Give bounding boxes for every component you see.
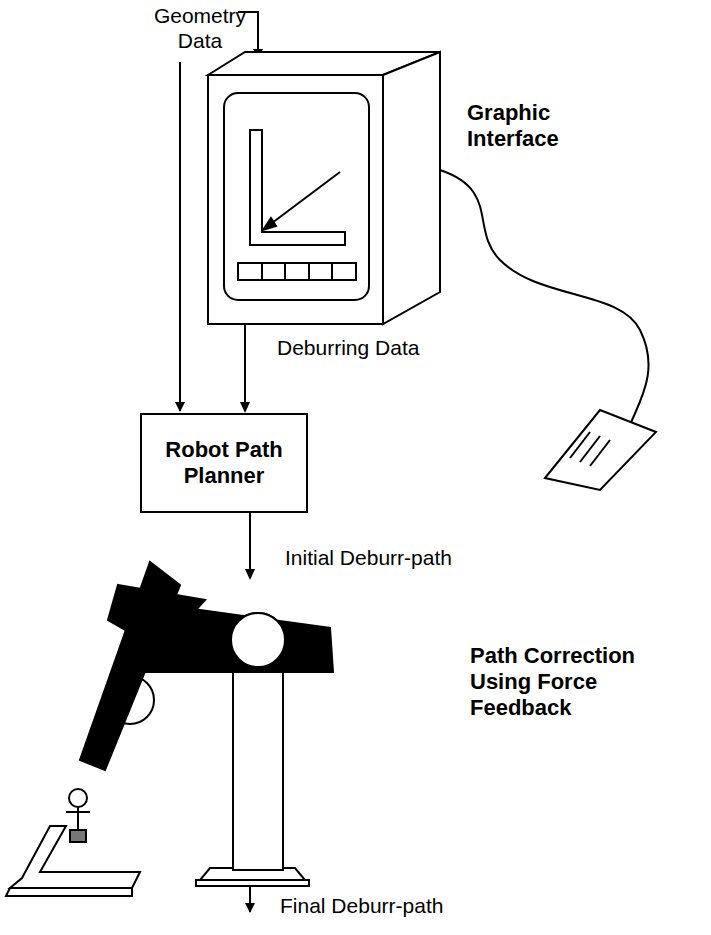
robot-figure bbox=[6, 562, 333, 896]
flow-arrow bbox=[240, 325, 250, 413]
edge-label: Deburring Data bbox=[275, 335, 421, 360]
monitor-node: Graphic Interface bbox=[208, 50, 638, 325]
input-label: Geometry Data bbox=[150, 3, 250, 53]
node-text: Graphic Interface bbox=[467, 100, 617, 152]
node-text: Robot Path Planner bbox=[149, 437, 299, 489]
flow-arrow bbox=[245, 513, 255, 580]
robot-node: Path Correction Using Force Feedback bbox=[0, 580, 650, 880]
output-label: Final Deburr-path bbox=[280, 893, 500, 918]
process-box: Robot Path Planner bbox=[140, 413, 308, 513]
edge-label: Initial Deburr-path bbox=[283, 545, 454, 570]
node-text: Path Correction Using Force Feedback bbox=[470, 643, 645, 721]
